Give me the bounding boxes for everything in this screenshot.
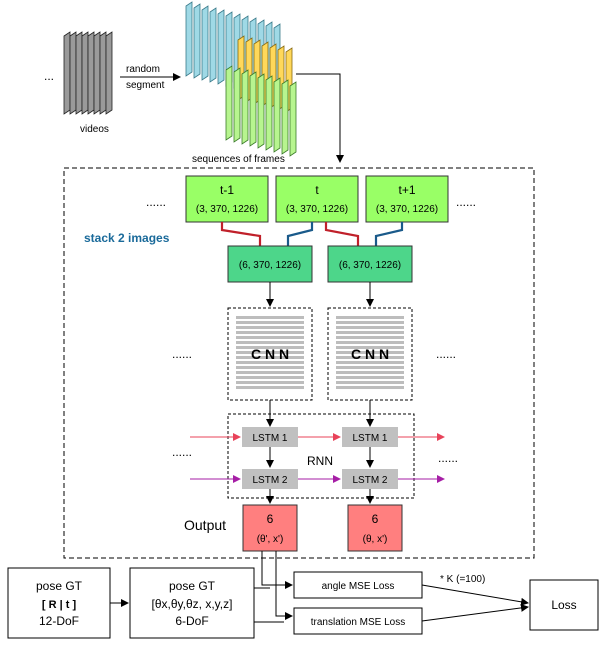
output-box-2: 6 (θ, x') [347, 504, 403, 552]
svg-text:angle MSE Loss: angle MSE Loss [322, 581, 395, 592]
svg-text:LSTM 1: LSTM 1 [352, 433, 387, 444]
svg-text:t+1: t+1 [398, 183, 415, 197]
frames-ellipsis-right: ...... [456, 195, 476, 209]
cnn-ellipsis-right: ...... [436, 347, 456, 361]
stack-box-2: (6, 370, 1226) [327, 245, 413, 283]
loss-connector-lines [254, 551, 293, 623]
videos-label: videos [80, 124, 109, 135]
svg-text:pose GT: pose GT [169, 579, 216, 593]
svg-text:[θx,θy,θz, x,y,z]: [θx,θy,θz, x,y,z] [152, 597, 233, 611]
svg-text:(3, 370, 1226): (3, 370, 1226) [196, 204, 258, 215]
lstm1-box-2: LSTM 1 [342, 427, 398, 447]
svg-text:(3, 370, 1226): (3, 370, 1226) [376, 204, 438, 215]
frames-to-model-arrow [296, 73, 344, 163]
svg-text:LSTM 2: LSTM 2 [352, 475, 387, 486]
svg-text:[ R | t ]: [ R | t ] [42, 599, 77, 611]
pose-gt-6dof-box: pose GT [θx,θy,θz, x,y,z] 6-DoF [129, 567, 255, 639]
svg-text:t: t [315, 183, 319, 197]
frame-box-t+1: t+1 (3, 370, 1226) [365, 175, 449, 223]
svg-text:LSTM 2: LSTM 2 [252, 475, 287, 486]
svg-text:(θ', x'): (θ', x') [257, 534, 284, 545]
cnn-block-1: C N N [227, 307, 313, 401]
svg-text:12-DoF: 12-DoF [39, 614, 79, 628]
rnn-ellipsis-left: ...... [172, 445, 192, 459]
frame-box-t-1: t-1 (3, 370, 1226) [185, 175, 269, 223]
lstm2-box-1: LSTM 2 [242, 469, 298, 489]
frames-ellipsis-left: ...... [146, 195, 166, 209]
sequences-label: sequences of frames [192, 154, 285, 165]
svg-text:translation MSE Loss: translation MSE Loss [311, 617, 406, 628]
svg-text:t-1: t-1 [220, 183, 234, 197]
cnn-block-2: C N N [327, 307, 413, 401]
svg-text:(3, 370, 1226): (3, 370, 1226) [286, 204, 348, 215]
videos-ellipsis: ... [44, 69, 54, 83]
lstm2-box-2: LSTM 2 [342, 469, 398, 489]
svg-text:6: 6 [372, 512, 379, 526]
svg-text:(6, 370, 1226): (6, 370, 1226) [339, 260, 401, 271]
svg-text:C N N: C N N [251, 346, 289, 362]
stack-label: stack 2 images [84, 231, 170, 245]
pose-gt-12dof-box: pose GT [ R | t ] 12-DoF [7, 567, 111, 639]
output-label: Output [184, 517, 226, 533]
angle-loss-box: angle MSE Loss [293, 571, 423, 599]
output-box-1: 6 (θ', x') [242, 504, 298, 552]
svg-text:6-DoF: 6-DoF [175, 614, 208, 628]
svg-text:6: 6 [267, 512, 274, 526]
stack-connectors [220, 222, 404, 246]
frames-stack-icon [185, 1, 297, 157]
rnn-ellipsis-right: ...... [438, 451, 458, 465]
svg-text:(θ, x'): (θ, x') [363, 534, 388, 545]
svg-text:Loss: Loss [551, 598, 576, 612]
lstm1-box-1: LSTM 1 [242, 427, 298, 447]
svg-text:C N N: C N N [351, 346, 389, 362]
random-label: random [126, 64, 160, 75]
frame-box-t: t (3, 370, 1226) [275, 175, 359, 223]
rnn-label: RNN [307, 454, 333, 468]
rnn-region [227, 413, 415, 499]
translation-loss-box: translation MSE Loss [293, 607, 423, 635]
video-stack-icon [63, 31, 113, 115]
svg-text:(6, 370, 1226): (6, 370, 1226) [239, 260, 301, 271]
angle-to-loss-arrow [421, 584, 529, 606]
stack-box-1: (6, 370, 1226) [227, 245, 313, 283]
loss-box: Loss [529, 579, 599, 631]
svg-text:pose GT: pose GT [36, 579, 83, 593]
cnn-ellipsis-left: ...... [172, 347, 192, 361]
k-weight-label: * K (=100) [440, 574, 485, 585]
segment-label: segment [126, 80, 165, 91]
translation-to-loss-arrow [421, 603, 529, 622]
svg-text:LSTM 1: LSTM 1 [252, 433, 287, 444]
model-container [63, 167, 535, 559]
